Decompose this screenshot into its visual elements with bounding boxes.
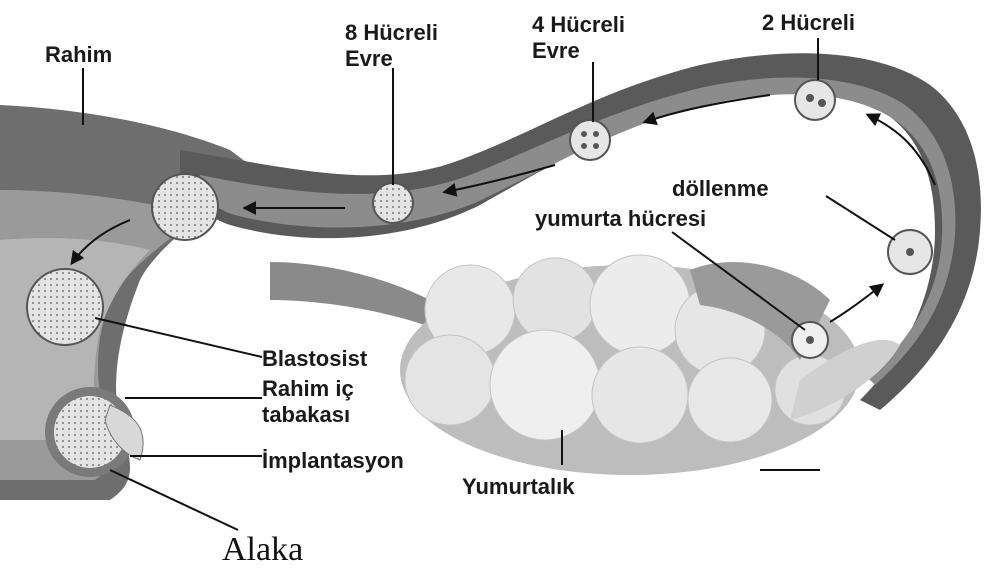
label-four-cell-stage: Evre [532,38,580,63]
ovarian-ligament [270,262,430,325]
label-two-cell: 2 Hücreli [762,10,855,35]
label-alaka: Alaka [222,531,303,568]
arrow-egg-to-fert [830,285,882,322]
eight-cell-stage [373,183,413,223]
label-blastocyst: Blastosist [262,346,368,371]
label-rahim: Rahim [45,42,112,67]
label-endometrium-1: Rahim iç [262,376,354,401]
label-endometrium-2: tabakası [262,402,350,427]
label-egg-cell: yumurta hücresi [535,206,706,231]
label-eight-cell-stage: Evre [345,46,393,71]
ovary [400,255,900,475]
blastocyst [27,269,103,345]
morula [152,174,218,240]
two-cell-stage [795,80,835,120]
label-fertilization: döllenme [672,176,769,201]
four-cell-stage [570,120,610,160]
label-eight-cell: 8 Hücreli [345,20,438,45]
label-implantation: İmplantasyon [262,448,404,473]
label-four-cell: 4 Hücreli [532,12,625,37]
label-ovary: Yumurtalık [462,474,575,499]
